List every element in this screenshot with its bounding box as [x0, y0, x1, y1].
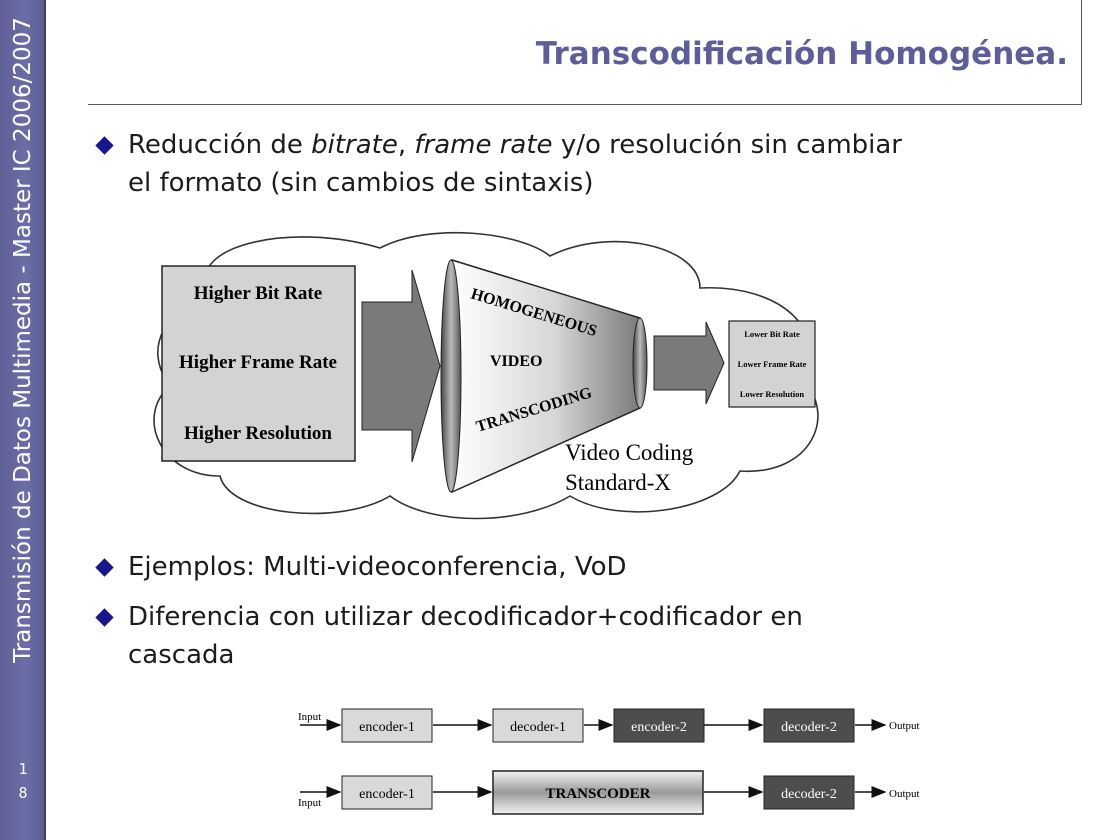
input-properties-box	[161, 265, 356, 462]
input-label: Input	[298, 797, 321, 809]
output-properties-box	[728, 320, 816, 408]
transcoder-label: TRANSCODER	[545, 786, 650, 802]
sidebar-title: Transmisión de Datos Multimedia - Master…	[10, 17, 36, 663]
decoder-2-label: decoder-2	[781, 787, 837, 802]
decoder-1-block	[492, 708, 584, 743]
bullet-diamond-icon	[95, 136, 114, 155]
title-underline	[88, 104, 1082, 105]
bullet-text: Diferencia con utilizar decodificador+co…	[128, 602, 803, 670]
block-diagram-arrows	[300, 719, 887, 798]
bullet-text: Ejemplos: Multi-videoconferencia, VoD	[128, 552, 627, 582]
bullet-text-italic: frame rate	[414, 130, 553, 160]
input-property-label: Higher Frame Rate	[179, 352, 337, 373]
transcoder-block	[492, 770, 704, 815]
bullet-item: Diferencia con utilizar decodificador+co…	[95, 598, 908, 674]
input-property-label: Higher Bit Rate	[194, 283, 322, 304]
decoder-2-block	[763, 708, 855, 743]
decoder-2-block	[763, 775, 855, 810]
cone-label: VIDEO	[490, 353, 542, 370]
cascade-vs-transcoder-figure: Input encoder-1 decoder-1 encoder-2 deco…	[298, 708, 920, 815]
encoder-2-block	[613, 708, 705, 743]
slide-title: Transcodificación Homogénea.	[535, 36, 1068, 72]
bullet-text-part: Reducción de	[128, 130, 312, 160]
bullet-diamond-icon	[95, 558, 114, 577]
bullet-item: Reducción de bitrate, frame rate y/o res…	[95, 126, 908, 202]
encoder-2-label: encoder-2	[631, 720, 687, 735]
bullet-text-part: ,	[397, 130, 415, 160]
bullet-item: Ejemplos: Multi-videoconferencia, VoD	[95, 548, 908, 586]
sidebar: Transmisión de Datos Multimedia - Master…	[0, 0, 46, 840]
encoder-1-block	[341, 708, 433, 743]
output-label: Output	[889, 720, 920, 732]
output-property-label: Lower Bit Rate	[744, 329, 800, 339]
output-property-label: Lower Resolution	[740, 389, 805, 399]
title-side-rule	[1081, 0, 1082, 105]
output-label: Output	[889, 788, 920, 800]
input-property-label: Higher Resolution	[184, 423, 332, 444]
encoder-1-label: encoder-1	[359, 787, 415, 802]
bullet-diamond-icon	[95, 608, 114, 627]
decoder-2-label: decoder-2	[781, 720, 837, 735]
bullet-text-italic: bitrate	[311, 130, 398, 160]
cloud-caption-line: Video Coding	[565, 440, 694, 465]
encoder-1-label: encoder-1	[359, 720, 415, 735]
cone-front-lens	[440, 259, 462, 493]
page-number-digit-1: 1	[18, 760, 28, 778]
input-arrow-icon	[361, 269, 441, 463]
output-property-label: Lower Frame Rate	[738, 359, 807, 369]
cloud-caption-line: Standard-X	[565, 470, 671, 495]
bullet-text-part: y/o resolución sin cambiar el formato (s…	[128, 130, 903, 198]
decoder-1-label: decoder-1	[510, 720, 566, 735]
page-number-digit-2: 8	[18, 784, 28, 802]
sidebar-border	[44, 0, 46, 840]
homogeneous-transcoding-figure: Higher Bit Rate Higher Frame Rate Higher…	[153, 231, 819, 520]
encoder-1-block	[341, 775, 433, 810]
input-label: Input	[298, 711, 321, 723]
bullet-text: Reducción de bitrate, frame rate y/o res…	[128, 126, 908, 202]
cone-back-lens	[632, 317, 648, 409]
output-arrow-icon	[653, 321, 725, 405]
